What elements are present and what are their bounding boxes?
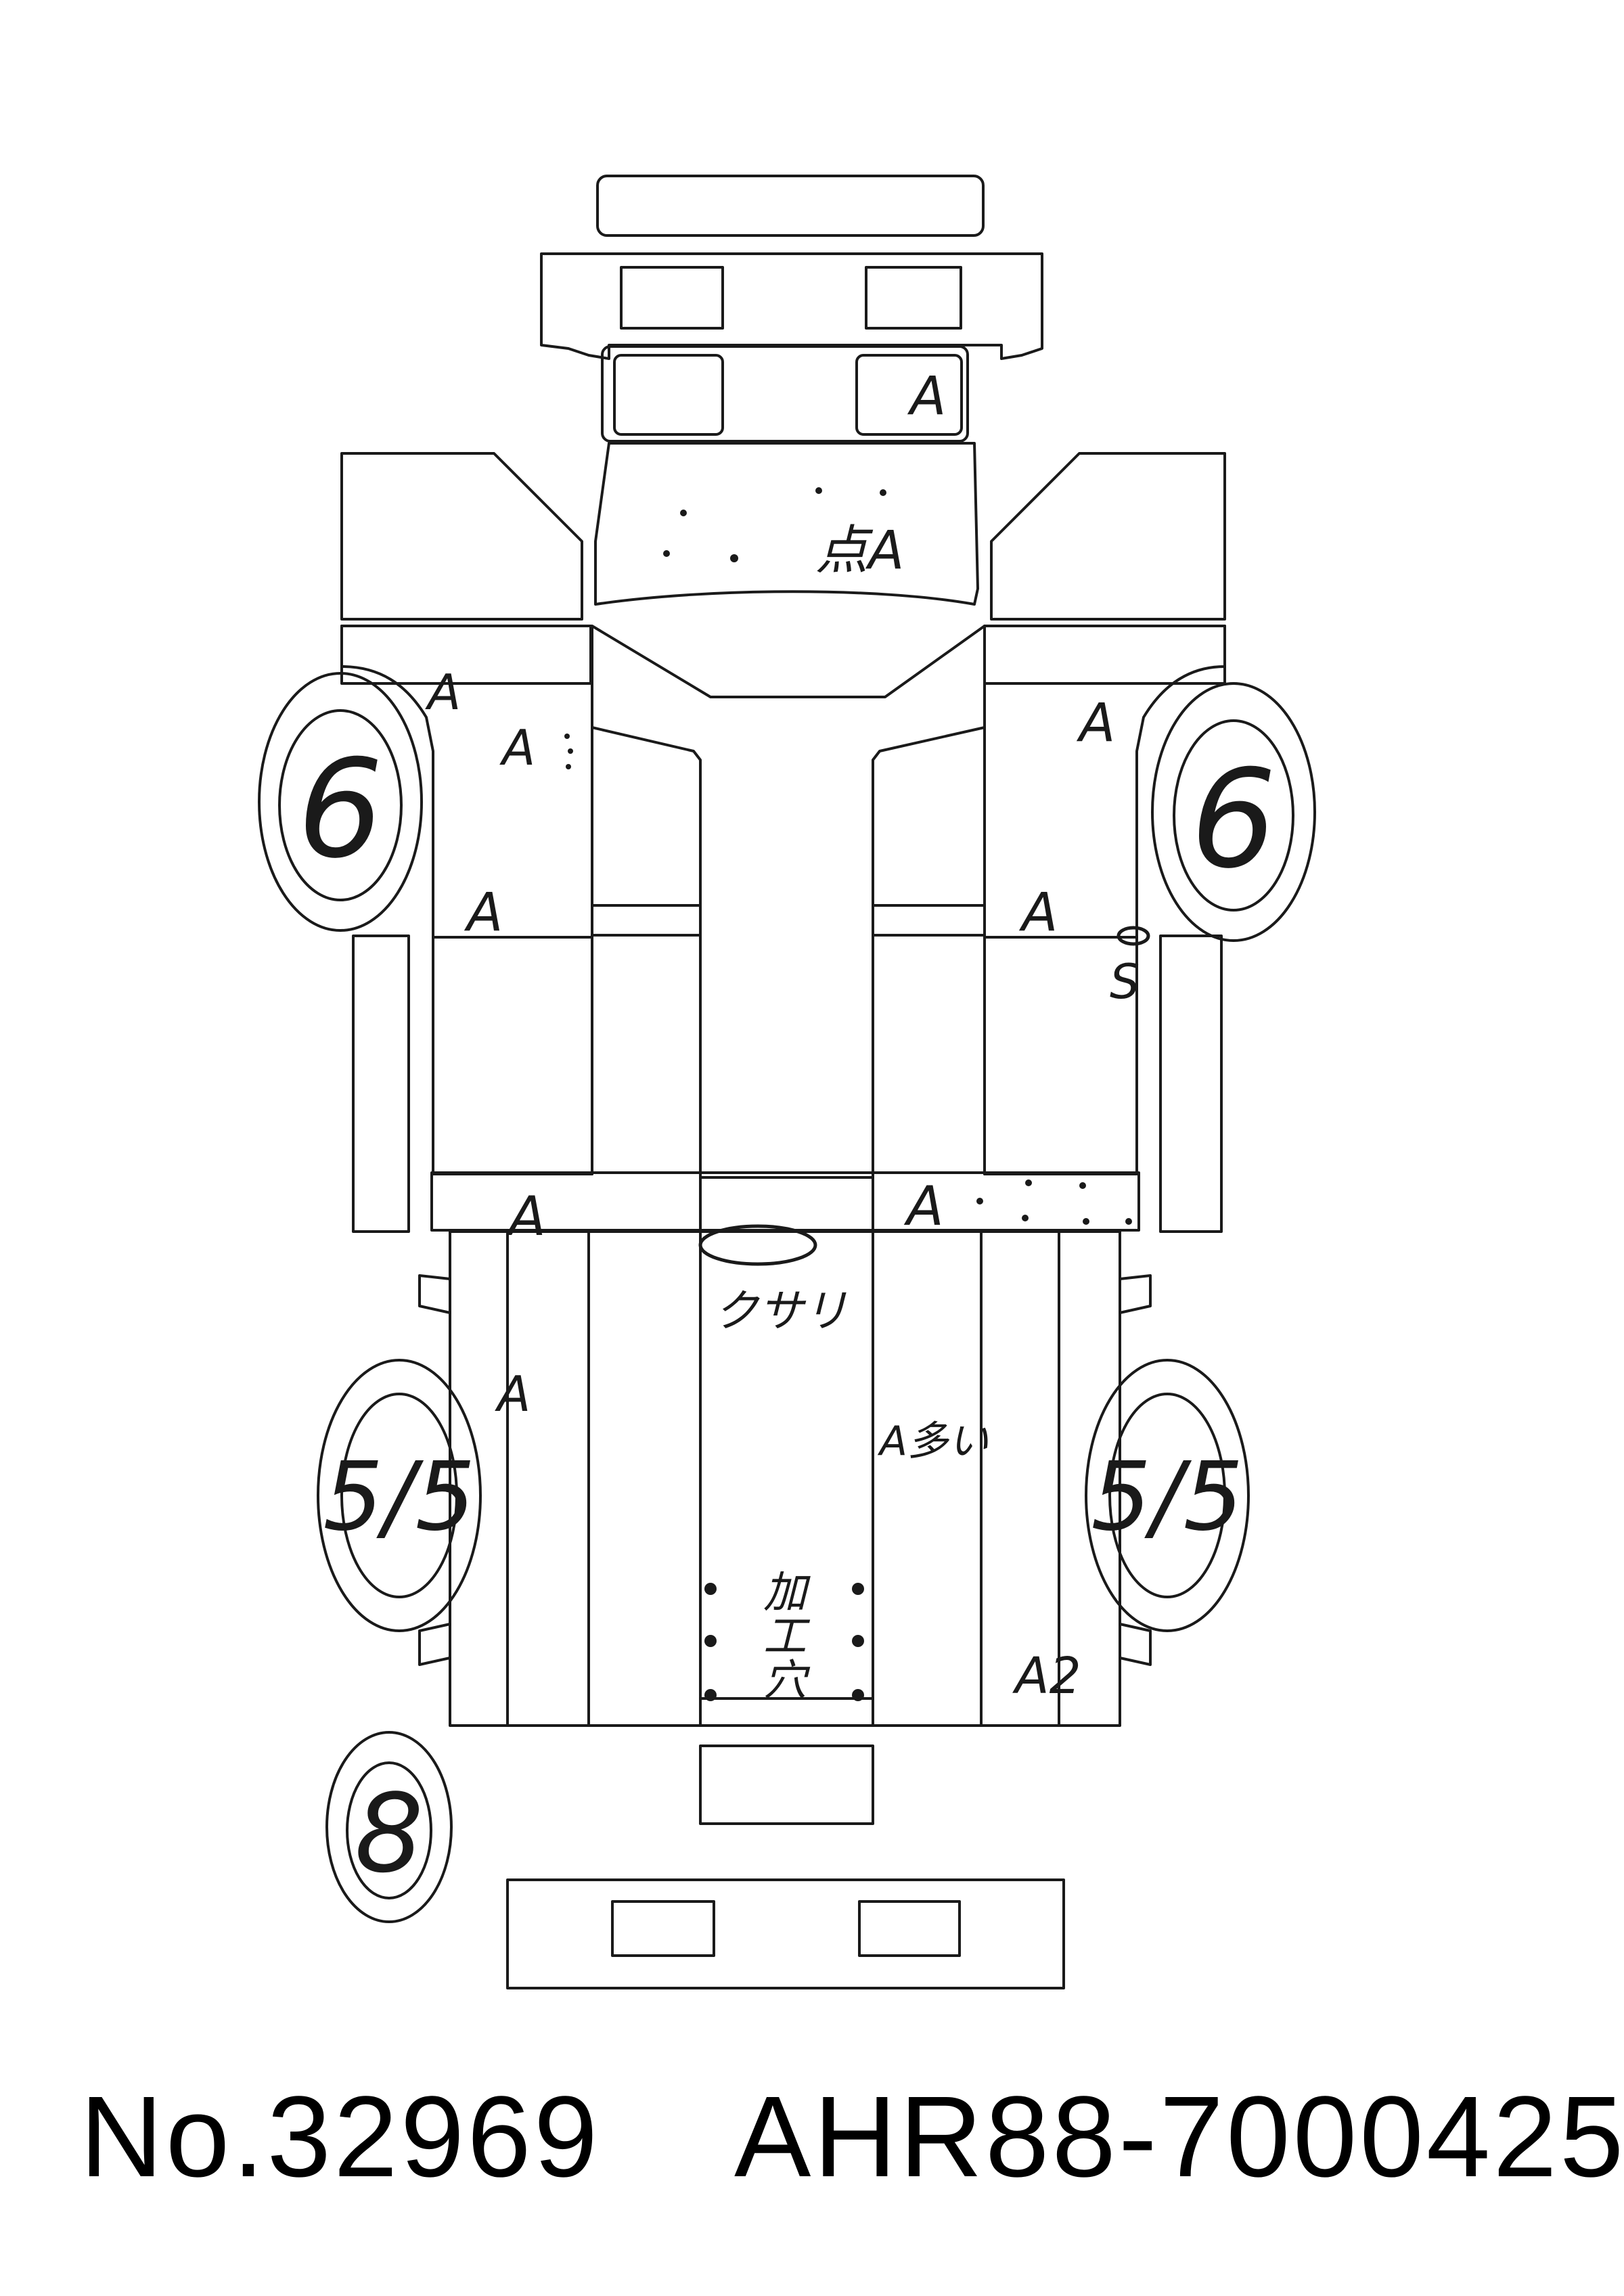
vehicle-number: No.32969 <box>80 2073 601 2201</box>
rear-left-wheel: 5/5 <box>317 1359 482 1632</box>
mark-left-bed-side: A <box>495 1366 531 1422</box>
left-cab-side <box>340 625 593 1233</box>
mark-right-fender: A <box>1076 693 1115 754</box>
cab-floor <box>591 625 986 1179</box>
front-bumper <box>596 175 985 237</box>
mark-rear-holes-1: 加 <box>763 1568 811 1618</box>
chassis-number: AHR88-7000425 <box>734 2073 1624 2201</box>
rear-bed <box>418 1230 1152 1727</box>
mark-left-door-bottom: A <box>464 882 503 943</box>
mark-left-step: A <box>505 1185 546 1248</box>
left-side-mirror <box>340 452 592 685</box>
mark-rear-holes-3: 穴 <box>763 1656 811 1706</box>
rear-right-wheel: 5/5 <box>1085 1359 1250 1632</box>
rear-bumper <box>506 1878 1065 1989</box>
cab-roof <box>594 442 979 606</box>
mark-right-rear-bed: A2 <box>1012 1647 1081 1705</box>
mark-front-glass: A <box>907 366 946 427</box>
spare-tire: 8 <box>325 1731 453 1923</box>
spare-tire-rating: 8 <box>355 1770 424 1897</box>
mark-center-right-bed: A多い <box>877 1418 989 1465</box>
mark-right-step: A <box>903 1175 944 1238</box>
mark-right-s: S <box>1110 954 1140 1010</box>
damage-marks: A 点A A A A A A S A A クサリ A A多い 加 <box>425 366 1150 1706</box>
front-grille <box>540 252 1043 360</box>
right-cab-side <box>983 625 1226 1233</box>
front-left-wheel-rating: 6 <box>297 731 383 888</box>
mark-center-bed: クサリ <box>714 1285 848 1337</box>
right-side-mirror <box>983 452 1226 685</box>
mark-rear-holes-2: 工 <box>763 1612 811 1662</box>
rear-hitch <box>699 1744 874 1825</box>
front-right-wheel-rating: 6 <box>1190 741 1276 899</box>
mark-hood: 点A <box>815 520 904 581</box>
rear-left-wheel-rating: 5/5 <box>323 1442 475 1552</box>
front-right-wheel: 6 <box>1151 682 1316 942</box>
mark-left-fender-2: A <box>499 719 535 776</box>
mark-left-fender-1: A <box>425 664 461 721</box>
mark-right-door-bottom: A <box>1018 882 1058 943</box>
front-left-wheel: 6 <box>258 672 423 932</box>
rear-right-wheel-rating: 5/5 <box>1091 1442 1243 1552</box>
windshield <box>601 345 969 443</box>
